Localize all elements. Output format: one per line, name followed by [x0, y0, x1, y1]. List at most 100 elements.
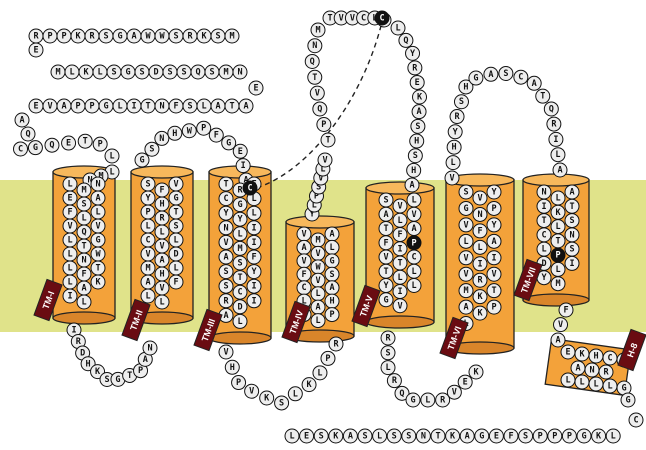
residue: F	[473, 224, 487, 238]
residue: R	[387, 374, 401, 388]
svg-text:G: G	[173, 194, 178, 204]
residue: L	[551, 220, 565, 234]
residue: K	[71, 29, 85, 43]
svg-text:T: T	[397, 259, 402, 269]
svg-text:P: P	[89, 102, 94, 112]
residue: S	[219, 279, 233, 293]
svg-text:H: H	[159, 270, 164, 280]
svg-text:L: L	[251, 194, 256, 204]
residue: Q	[191, 65, 205, 79]
svg-text:L: L	[411, 267, 416, 277]
residue: T	[536, 89, 550, 103]
svg-text:R: R	[392, 376, 398, 386]
residue: A	[412, 105, 426, 119]
svg-text:L: L	[593, 380, 598, 390]
svg-text:I: I	[67, 292, 72, 302]
svg-text:L: L	[201, 102, 206, 112]
residue: V	[311, 246, 325, 260]
svg-text:H: H	[230, 363, 235, 373]
residue: V	[459, 267, 473, 281]
svg-text:S: S	[383, 196, 388, 206]
residue: Y	[448, 125, 462, 139]
residue: Y	[233, 212, 247, 226]
svg-text:S: S	[362, 432, 367, 442]
svg-text:L: L	[477, 243, 482, 253]
residue: I	[247, 235, 261, 249]
svg-text:Y: Y	[251, 267, 257, 277]
residue: T	[219, 177, 233, 191]
residue: A	[325, 227, 339, 241]
residue: V	[318, 153, 332, 167]
residue: A	[325, 281, 339, 295]
svg-text:S: S	[237, 259, 242, 269]
residue: T	[565, 199, 579, 213]
residue: S	[325, 267, 339, 281]
svg-text:L: L	[315, 316, 320, 326]
residue: L	[313, 366, 327, 380]
residue: H	[447, 140, 461, 154]
residue: P	[407, 236, 421, 250]
residue: K	[329, 429, 343, 443]
svg-text:A: A	[532, 79, 537, 89]
svg-text:I: I	[553, 135, 558, 145]
residue: L	[77, 211, 91, 225]
svg-text:G: G	[103, 102, 108, 112]
svg-text:T: T	[540, 92, 545, 102]
svg-text:V: V	[397, 301, 402, 311]
residue: S	[183, 99, 197, 113]
svg-text:M: M	[315, 236, 320, 246]
svg-text:E: E	[565, 348, 570, 358]
svg-text:I: I	[541, 202, 546, 212]
residue: M	[551, 277, 565, 291]
residue: V	[393, 299, 407, 313]
svg-text:T: T	[555, 236, 560, 246]
svg-text:T: T	[95, 264, 100, 274]
residue: N	[585, 363, 599, 377]
residue: M	[459, 284, 473, 298]
svg-text:S: S	[145, 180, 150, 190]
svg-text:K: K	[201, 32, 207, 42]
svg-text:G: G	[383, 295, 388, 305]
svg-text:V: V	[397, 202, 402, 212]
svg-text:T: T	[229, 102, 234, 112]
svg-text:R: R	[223, 296, 229, 306]
svg-text:L: L	[67, 250, 72, 260]
residue: Q	[305, 54, 319, 68]
svg-text:H: H	[463, 82, 468, 92]
svg-text:T: T	[173, 208, 178, 218]
residue: F	[297, 267, 311, 281]
svg-text:P: P	[98, 140, 103, 150]
svg-text:I: I	[397, 244, 402, 254]
residue: N	[143, 341, 157, 355]
residue: H	[155, 267, 169, 281]
residue: S	[169, 219, 183, 233]
residue: S	[145, 142, 159, 156]
residue: F	[169, 275, 183, 289]
svg-text:N: N	[541, 188, 546, 198]
residue: K	[413, 90, 427, 104]
svg-text:F: F	[81, 270, 86, 280]
residue: L	[141, 289, 155, 303]
svg-text:L: L	[555, 222, 560, 232]
residue: R	[450, 110, 464, 124]
svg-text:S: S	[173, 222, 178, 232]
svg-text:K: K	[333, 432, 339, 442]
svg-text:S: S	[223, 267, 228, 277]
residue: T	[537, 214, 551, 228]
residue: C	[219, 192, 233, 206]
svg-text:S: S	[139, 68, 144, 78]
svg-text:L: L	[109, 168, 114, 178]
svg-text:N: N	[95, 180, 100, 190]
residue: M	[225, 29, 239, 43]
svg-text:H: H	[411, 166, 416, 176]
residue: L	[65, 65, 79, 79]
residue: G	[99, 99, 113, 113]
svg-text:L: L	[251, 209, 256, 219]
svg-text:L: L	[81, 214, 86, 224]
residue: L	[63, 177, 77, 191]
residue: I	[127, 99, 141, 113]
residue: S	[519, 429, 533, 443]
svg-text:G: G	[139, 156, 144, 166]
svg-text:C: C	[411, 253, 416, 263]
residue: L	[105, 149, 119, 163]
